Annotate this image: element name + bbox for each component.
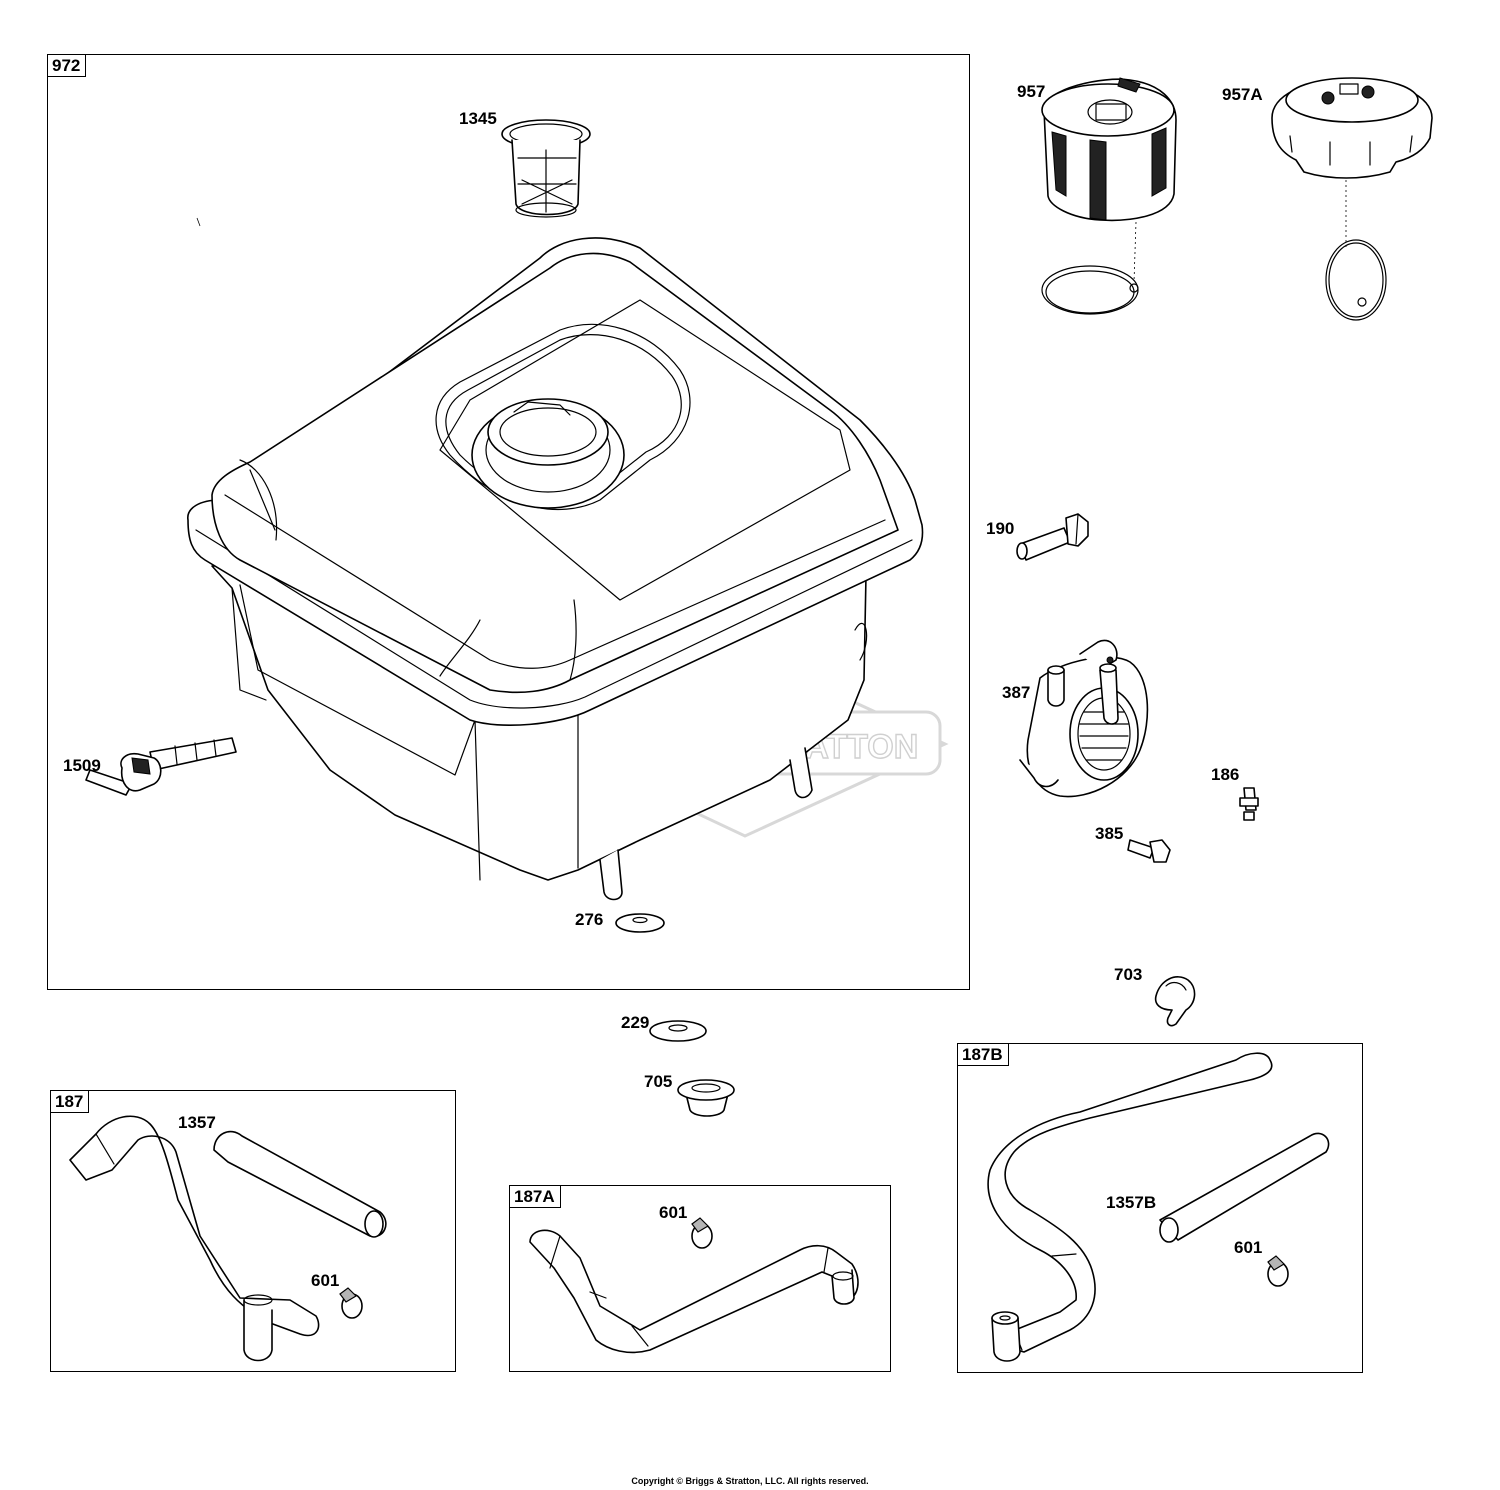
washer-229 (649, 1020, 707, 1042)
part-label-601-b: 601 (659, 1203, 688, 1222)
bolt-190 (1016, 513, 1089, 561)
part-label-385: 385 (1095, 824, 1124, 843)
group-frame-187b (957, 1043, 1363, 1373)
group-label-187a: 187A (510, 1186, 561, 1208)
fuel-line-187b (987, 1052, 1330, 1362)
fuel-tank (187, 237, 924, 901)
part-label-957: 957 (1017, 82, 1046, 101)
hose-clamp-601-a (339, 1287, 363, 1319)
hose-clamp-601-b (691, 1217, 713, 1249)
part-label-186: 186 (1211, 765, 1240, 784)
clip-703 (1154, 976, 1196, 1027)
grommet-705 (677, 1079, 735, 1117)
group-label-187: 187 (51, 1091, 90, 1113)
group-label-972: 972 (48, 55, 87, 77)
fuel-line-187 (69, 1115, 387, 1362)
fuel-cap (1041, 77, 1177, 315)
group-frame-187 (50, 1090, 456, 1372)
fuel-pump (1019, 639, 1149, 798)
washer-276 (615, 913, 665, 933)
part-label-1345: 1345 (459, 109, 497, 128)
fuel-cap-alternate (1271, 77, 1433, 321)
part-label-276: 276 (575, 910, 604, 929)
group-frame-972 (47, 54, 970, 990)
part-label-601-a: 601 (311, 1271, 340, 1290)
part-label-1357: 1357 (178, 1113, 216, 1132)
part-label-387: 387 (1002, 683, 1031, 702)
part-label-601-c: 601 (1234, 1238, 1263, 1257)
part-label-957a: 957A (1222, 85, 1263, 104)
screw-385 (1127, 839, 1171, 863)
part-label-1509: 1509 (63, 756, 101, 775)
fuel-shutoff-valve (85, 737, 237, 796)
part-label-229: 229 (621, 1013, 650, 1032)
hose-clamp-601-c (1267, 1255, 1289, 1287)
leader-tick (196, 217, 201, 227)
strainer-screen (501, 119, 591, 218)
part-label-190: 190 (986, 519, 1015, 538)
copyright-notice: Copyright © Briggs & Stratton, LLC. All … (631, 1476, 869, 1486)
part-label-703: 703 (1114, 965, 1143, 984)
part-label-1357b: 1357B (1106, 1193, 1157, 1212)
fitting-186 (1239, 787, 1259, 821)
group-label-187b: 187B (958, 1044, 1009, 1066)
group-frame-187a (509, 1185, 891, 1372)
part-label-705: 705 (644, 1072, 673, 1091)
fuel-line-187a (529, 1229, 859, 1354)
